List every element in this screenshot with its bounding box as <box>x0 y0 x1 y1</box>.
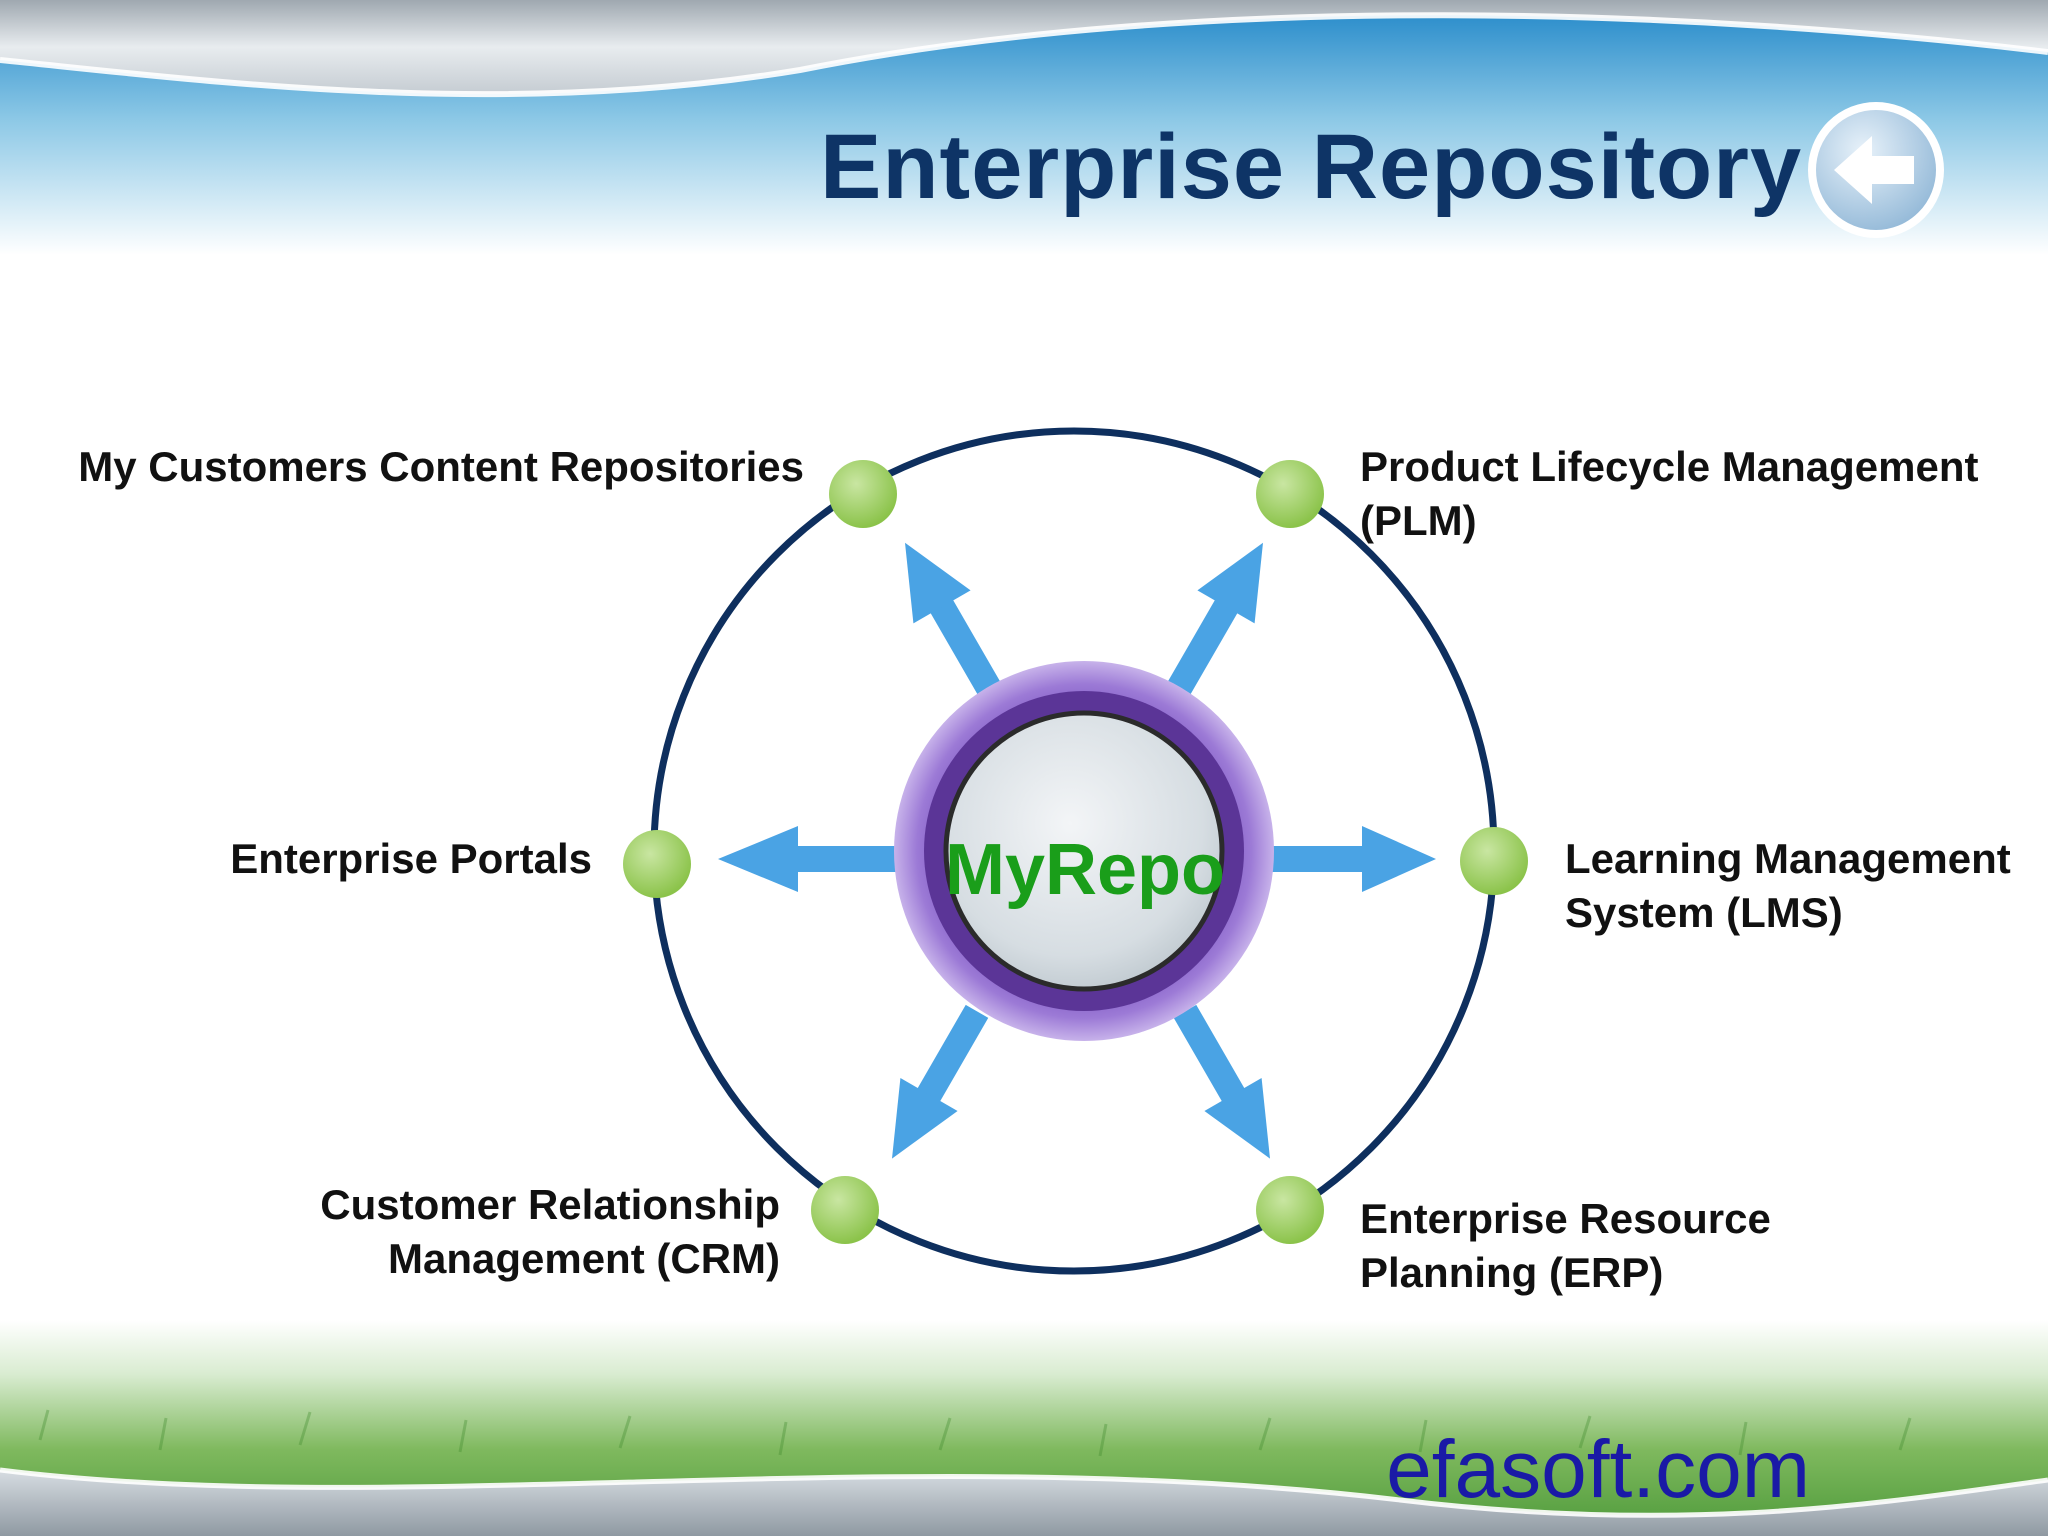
node-label-line: Learning Management <box>1565 835 2011 882</box>
arrow-left <box>718 826 900 892</box>
arrow-up-right <box>1161 542 1263 706</box>
node-label-line: Enterprise Portals <box>230 835 592 882</box>
node-label-line: Enterprise Resource <box>1360 1195 1771 1242</box>
node-label-erp: Enterprise Resource Planning (ERP) <box>1360 1192 1771 1300</box>
node-label-portals: Enterprise Portals <box>180 832 592 886</box>
back-arrow-icon <box>1808 102 1944 238</box>
arrows <box>718 542 1436 1159</box>
node-mycust <box>829 460 897 528</box>
arrow-right <box>1260 826 1436 892</box>
center-label: MyRepo <box>944 830 1226 910</box>
slide-title: Enterprise Repository <box>820 116 1803 218</box>
node-label-line: My Customers Content Repositories <box>78 443 804 490</box>
node-crm <box>811 1176 879 1244</box>
node-label-line: System (LMS) <box>1565 889 1843 936</box>
node-portals <box>623 830 691 898</box>
node-lms <box>1460 827 1528 895</box>
node-label-line: Planning (ERP) <box>1360 1249 1664 1296</box>
back-button[interactable] <box>1806 100 1946 240</box>
node-plm <box>1256 460 1324 528</box>
node-label-plm: Product Lifecycle Management (PLM) <box>1360 440 1979 548</box>
node-label-lms: Learning Management System (LMS) <box>1565 832 2011 940</box>
arrow-down-right <box>1173 1004 1270 1159</box>
node-erp <box>1256 1176 1324 1244</box>
node-label-my-customers: My Customers Content Repositories <box>14 440 804 494</box>
arrow-down-left <box>892 1004 989 1159</box>
arrow-up-left <box>905 542 1007 706</box>
node-label-line: Customer Relationship <box>320 1181 780 1228</box>
node-label-crm: Customer Relationship Management (CRM) <box>200 1178 780 1286</box>
ring-nodes <box>623 460 1528 1244</box>
node-label-line: Management (CRM) <box>387 1235 780 1282</box>
hub <box>894 661 1274 1041</box>
node-label-line: Product Lifecycle Management <box>1360 443 1979 490</box>
node-label-line: (PLM) <box>1360 497 1477 544</box>
footer-brand-link[interactable]: efasoft.com <box>1386 1424 1810 1515</box>
